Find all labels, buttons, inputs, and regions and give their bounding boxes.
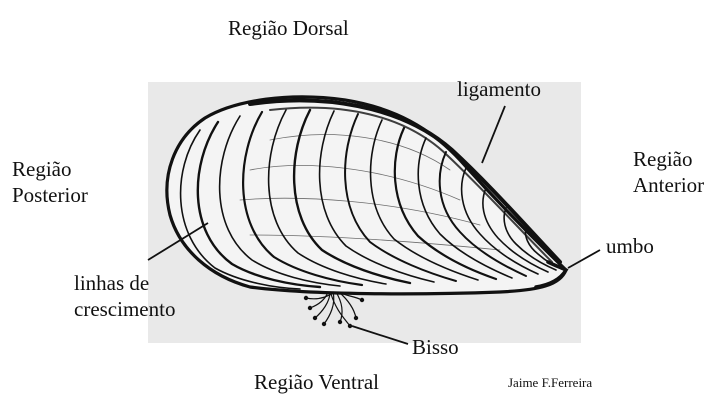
author-credit: Jaime F.Ferreira xyxy=(508,375,592,391)
posterior-region-line-2: Posterior xyxy=(12,182,88,208)
ventral-region-label: Região Ventral xyxy=(254,369,379,395)
growth-lines-line-1: linhas de xyxy=(74,270,175,296)
dorsal-region-label: Região Dorsal xyxy=(228,15,349,41)
growth-lines-line-2: crescimento xyxy=(74,296,175,322)
ligamento-label: ligamento xyxy=(457,76,541,102)
growth-lines-label: linhas de crescimento xyxy=(74,270,175,322)
anterior-region-line-2: Anterior xyxy=(633,172,704,198)
bisso-label: Bisso xyxy=(412,334,459,360)
anterior-region-label: Região Anterior xyxy=(633,146,704,198)
umbo-label: umbo xyxy=(606,233,654,259)
posterior-region-line-1: Região xyxy=(12,156,88,182)
anterior-region-line-1: Região xyxy=(633,146,704,172)
posterior-region-label: Região Posterior xyxy=(12,156,88,208)
